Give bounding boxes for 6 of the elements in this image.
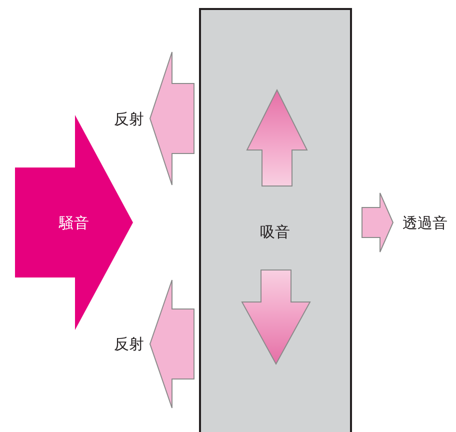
wall-panel [199, 8, 352, 432]
side-label: 反射 [114, 110, 144, 128]
node-label: 吸音 [260, 223, 290, 241]
side-label: 透過音 [402, 214, 448, 232]
node-label: 騒音 [59, 214, 89, 232]
side-label: 反射 [114, 335, 144, 353]
